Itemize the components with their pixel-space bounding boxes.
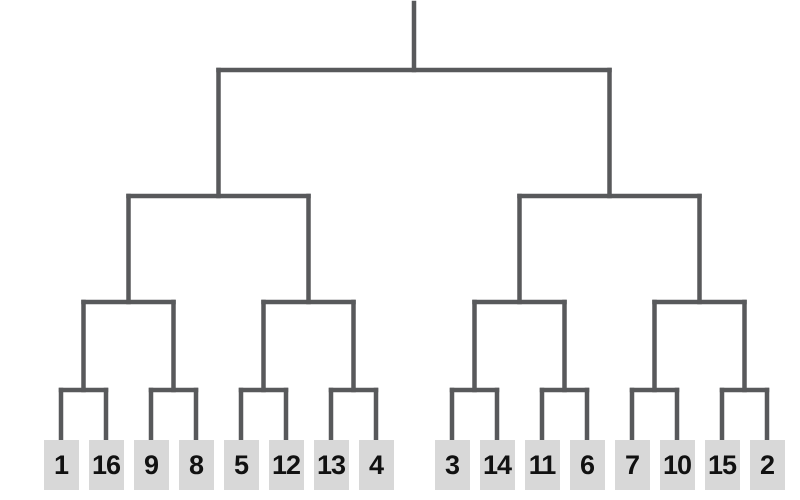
- seed-box-8: 8: [178, 440, 214, 490]
- seed-box-10: 10: [659, 440, 695, 490]
- seed-box-11: 11: [524, 440, 560, 490]
- seed-box-14: 14: [479, 440, 515, 490]
- seed-box-13: 13: [313, 440, 349, 490]
- seed-box-1: 1: [43, 440, 79, 490]
- seed-box-4: 4: [358, 440, 394, 490]
- seed-box-2: 2: [749, 440, 785, 490]
- seed-box-3: 3: [434, 440, 470, 490]
- seed-box-6: 6: [569, 440, 605, 490]
- seed-box-12: 12: [268, 440, 304, 490]
- seed-box-15: 15: [704, 440, 740, 490]
- seed-box-16: 16: [88, 440, 124, 490]
- seed-box-9: 9: [133, 440, 169, 490]
- seed-box-5: 5: [223, 440, 259, 490]
- seed-box-7: 7: [614, 440, 650, 490]
